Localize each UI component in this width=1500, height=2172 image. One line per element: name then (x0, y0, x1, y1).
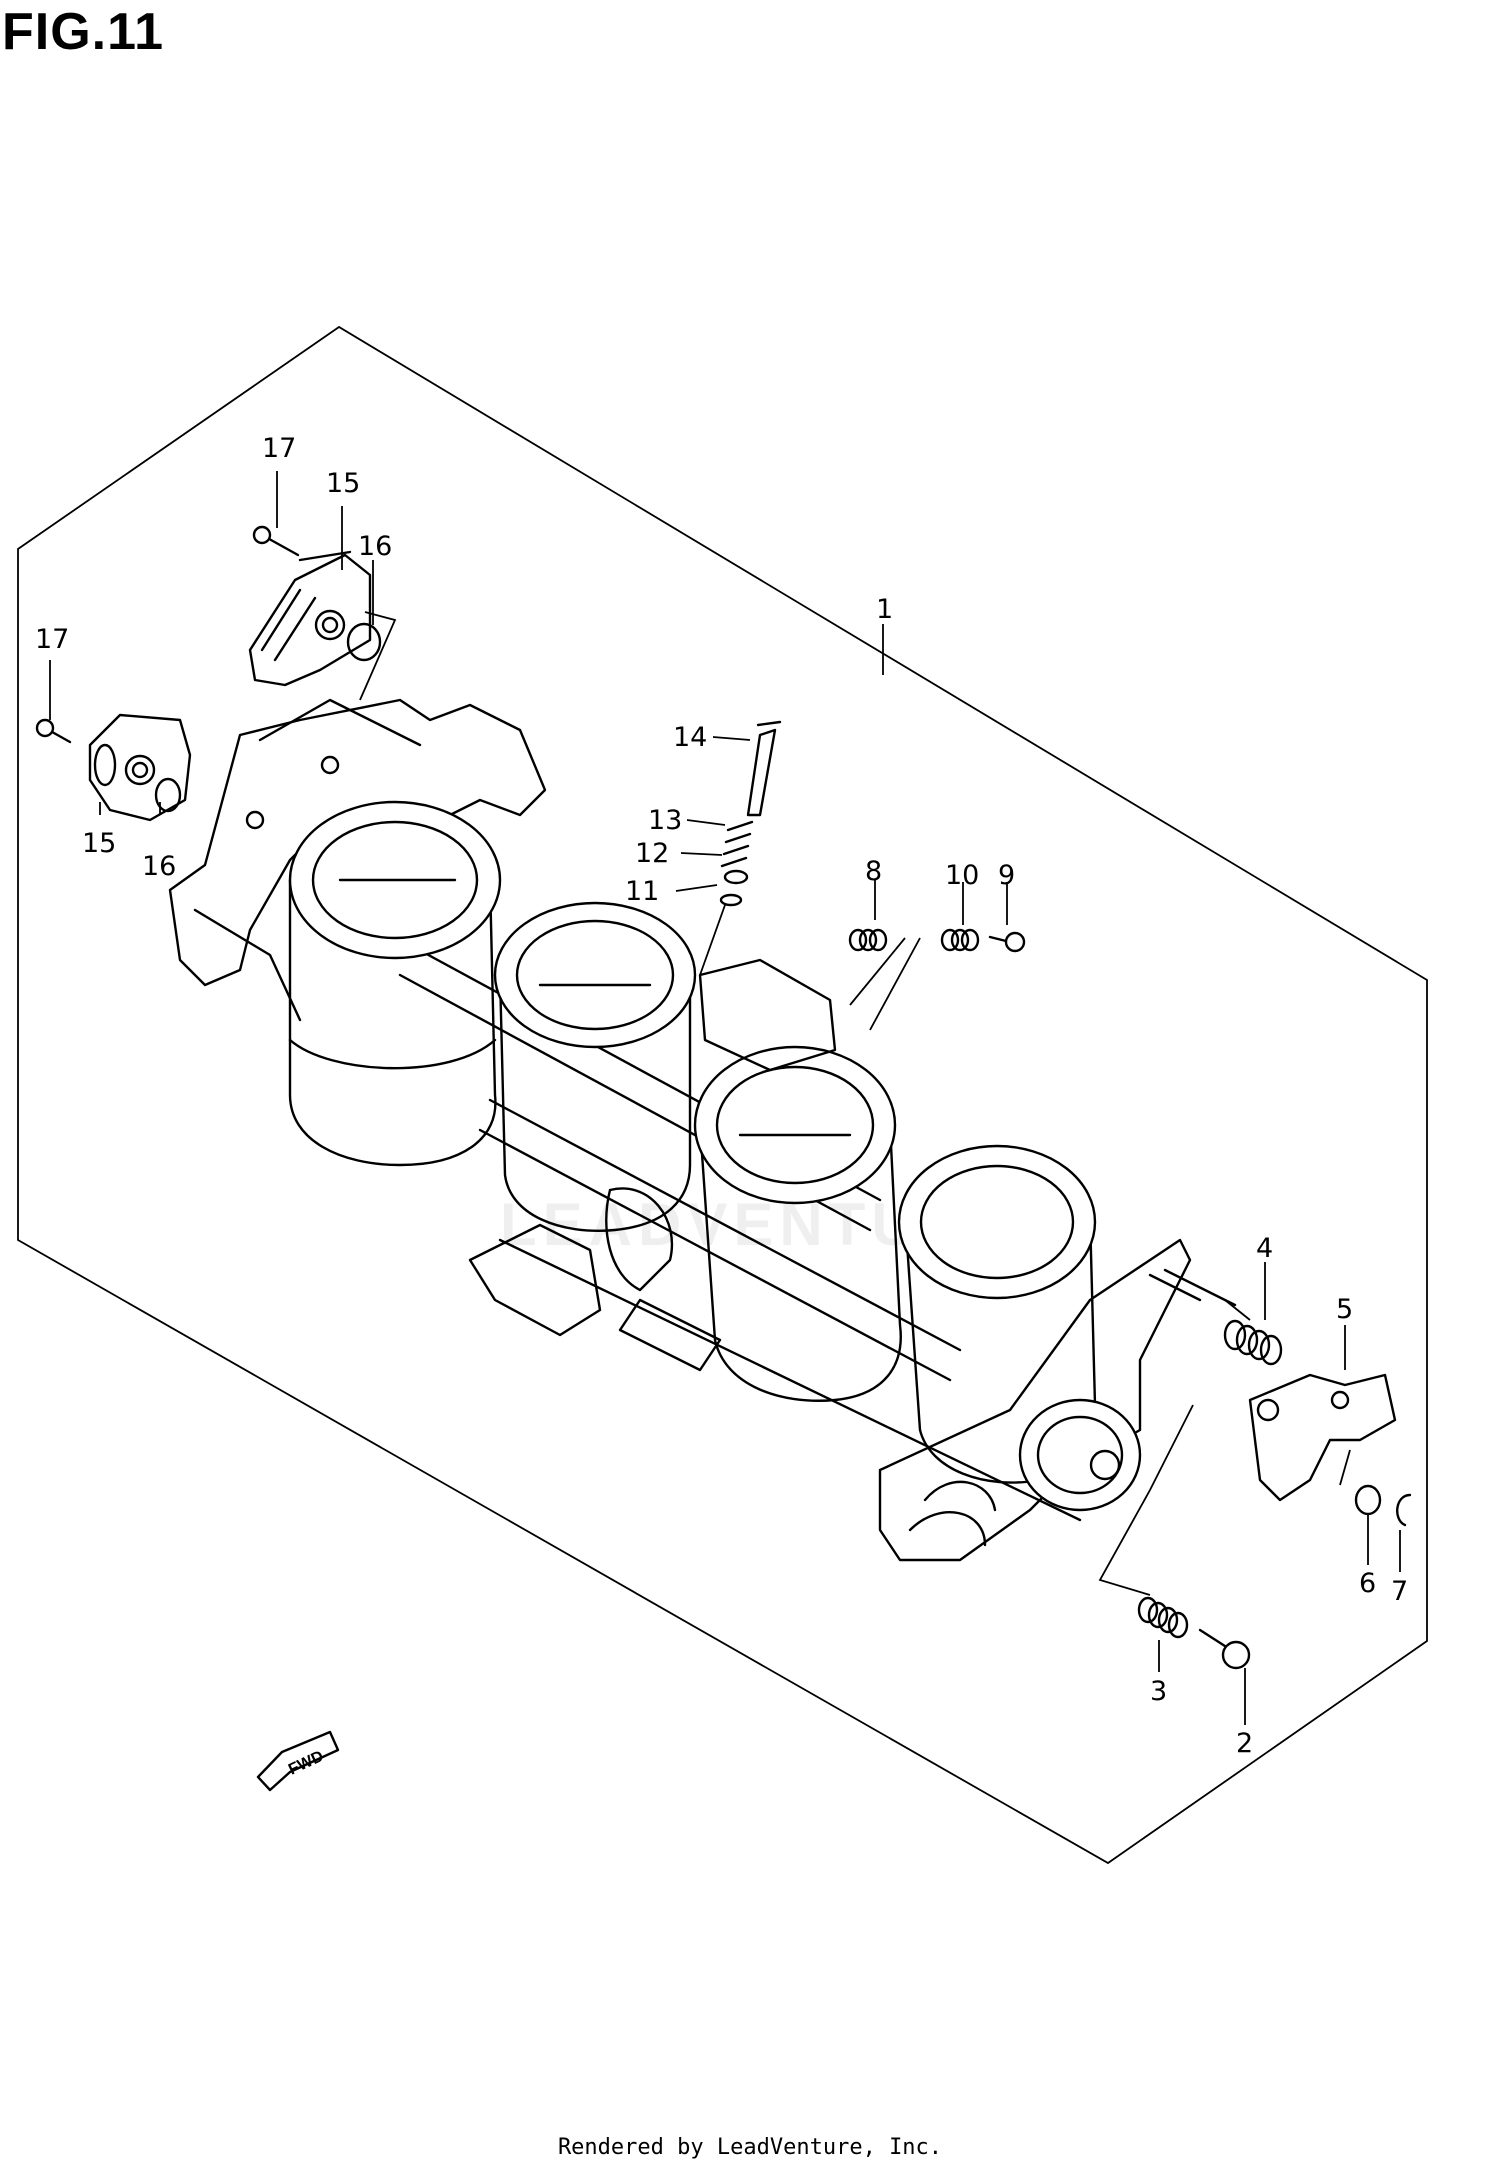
callout-12: 12 (635, 838, 669, 869)
assembly-frame (17, 325, 1428, 1865)
o-ring-11 (719, 893, 743, 907)
callout-8: 8 (865, 856, 882, 887)
callout-1: 1 (876, 594, 893, 625)
fwd-arrow-icon: FWD (256, 1730, 340, 1792)
callout-11: 11 (625, 876, 659, 907)
callout-16-upper: 16 (358, 531, 392, 562)
bolt-left (35, 718, 72, 744)
spring-13 (720, 820, 754, 868)
spring-3 (1137, 1596, 1189, 1639)
callout-6: 6 (1359, 1568, 1376, 1599)
figure-title: FIG.11 (2, 3, 165, 61)
sensor-lever-5 (1248, 1373, 1397, 1502)
leader-lines (49, 471, 1401, 1725)
callout-17-upper: 17 (262, 433, 296, 464)
callout-17-left: 17 (35, 624, 69, 655)
washer-12 (723, 869, 749, 885)
spring-4 (1223, 1319, 1283, 1366)
o-ring-upper (346, 622, 382, 662)
callout-7: 7 (1391, 1576, 1408, 1607)
callout-13: 13 (648, 805, 682, 836)
spring-8 (848, 928, 888, 952)
throttle-bore-3 (693, 1045, 902, 1402)
o-ring-left (154, 777, 182, 813)
callout-14: 14 (673, 722, 707, 753)
callout-labels: 1 2 3 4 5 6 7 8 9 10 11 12 13 14 15 15 1… (35, 433, 1408, 1759)
callout-10: 10 (945, 860, 979, 891)
throttle-bore-2 (493, 901, 697, 1232)
callout-15-left: 15 (82, 828, 116, 859)
bolt-upper (252, 525, 300, 557)
throttle-pulley (1018, 1398, 1142, 1512)
throttle-bore-1 (288, 800, 502, 1167)
callout-3: 3 (1150, 1676, 1167, 1707)
callout-15-upper: 15 (326, 468, 360, 499)
callout-9: 9 (998, 860, 1015, 891)
throttle-bore-4 (897, 1144, 1098, 1484)
throttle-position-sensor-left (88, 713, 192, 822)
screw-9 (988, 931, 1026, 953)
footer-credit: Rendered by LeadVenture, Inc. (557, 2135, 943, 2160)
adjust-screw-14 (746, 720, 782, 817)
throttle-body-assembly (168, 698, 1237, 1562)
callout-5: 5 (1336, 1294, 1353, 1325)
e-ring-7 (1396, 1493, 1412, 1527)
callout-16-left: 16 (142, 851, 176, 882)
spring-10 (940, 928, 980, 952)
throttle-position-sensor-upper (248, 550, 372, 687)
washer-6 (1354, 1484, 1382, 1516)
adjust-screw-2 (1198, 1628, 1251, 1670)
callout-4: 4 (1256, 1233, 1273, 1264)
callout-2: 2 (1236, 1728, 1253, 1759)
